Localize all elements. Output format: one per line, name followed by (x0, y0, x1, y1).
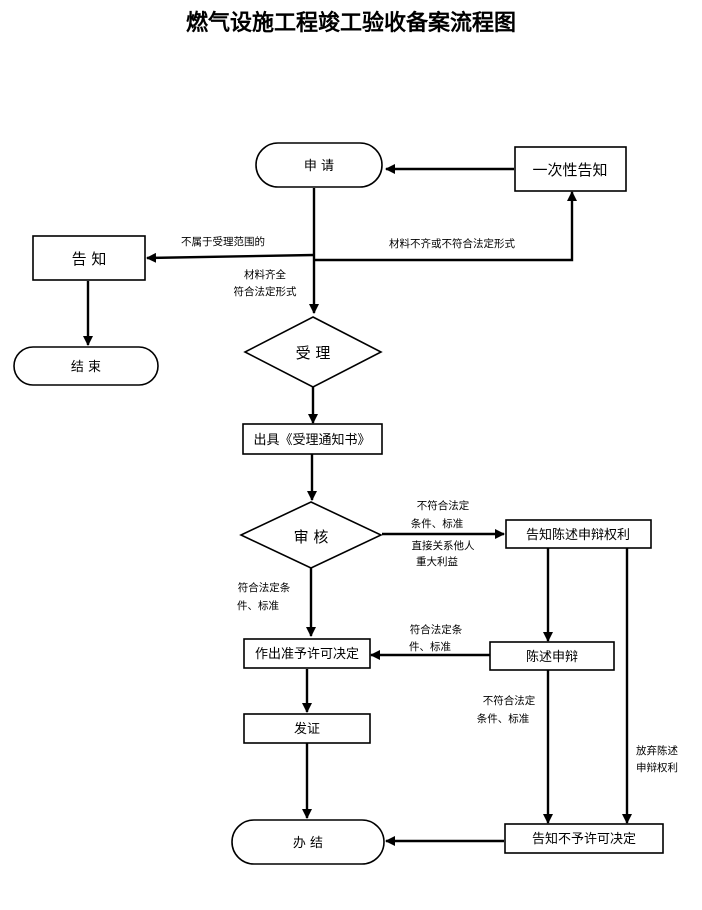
label-review-fail-2: 条件、标准 (411, 517, 464, 530)
node-deny-decision-label: 告知不予许可决定 (532, 831, 636, 847)
node-deny-decision (504, 823, 664, 854)
label-statement-fail-1: 不符合法定 (483, 694, 536, 707)
edge-out-of-scope-to-notify (146, 252, 315, 263)
node-notice-once (514, 146, 627, 192)
node-statement-label: 陈述申辩 (526, 649, 578, 665)
node-statement (489, 641, 615, 671)
edge-incomplete-to-notice (314, 191, 577, 262)
label-review-pass-2: 件、标准 (237, 600, 279, 612)
label-statement-fail-2: 条件、标准 (477, 712, 530, 725)
label-complete-2: 符合法定形式 (234, 285, 297, 298)
label-waive-1: 放弃陈述 (636, 744, 678, 757)
label-statement-pass-2: 件、标准 (409, 641, 451, 653)
label-review-pass-1: 符合法定条 (238, 581, 291, 594)
node-accept-label: 受 理 (296, 344, 331, 362)
node-finish (231, 819, 385, 865)
node-end (13, 346, 159, 386)
node-issue-notice (242, 423, 383, 455)
node-notify-label: 告 知 (72, 250, 107, 268)
node-notify-rights-label: 告知陈述申辩权利 (526, 527, 630, 543)
node-notify (32, 235, 146, 281)
node-apply (255, 142, 383, 188)
label-incomplete: 材料不齐或不符合法定形式 (389, 237, 515, 250)
node-issue-notice-label: 出具《受理通知书》 (253, 432, 370, 448)
label-review-interest-2: 重大利益 (416, 555, 458, 568)
node-notice-once-label: 一次性告知 (532, 161, 607, 179)
label-review-interest-1: 直接关系他人 (412, 539, 475, 552)
node-accept (243, 316, 383, 388)
node-review-label: 审 核 (294, 528, 329, 546)
node-apply-label: 申 请 (304, 159, 334, 174)
node-certify-label: 发证 (294, 721, 320, 737)
label-review-fail-1: 不符合法定 (417, 499, 470, 512)
node-grant-decision-label: 作出准予许可决定 (255, 647, 359, 662)
label-out-of-scope: 不属于受理范围的 (181, 235, 265, 248)
label-statement-pass-1: 符合法定条 (410, 623, 463, 636)
label-complete-1: 材料齐全 (244, 268, 286, 281)
node-certify (243, 713, 371, 744)
page-title: 燃气设施工程竣工验收备案流程图 (186, 10, 516, 36)
node-review (239, 501, 383, 569)
node-notify-rights (505, 519, 652, 549)
label-waive-2: 申辩权利 (636, 761, 678, 774)
node-grant-decision (243, 638, 371, 669)
node-finish-label: 办 结 (293, 836, 323, 851)
node-end-label: 结 束 (71, 360, 101, 375)
